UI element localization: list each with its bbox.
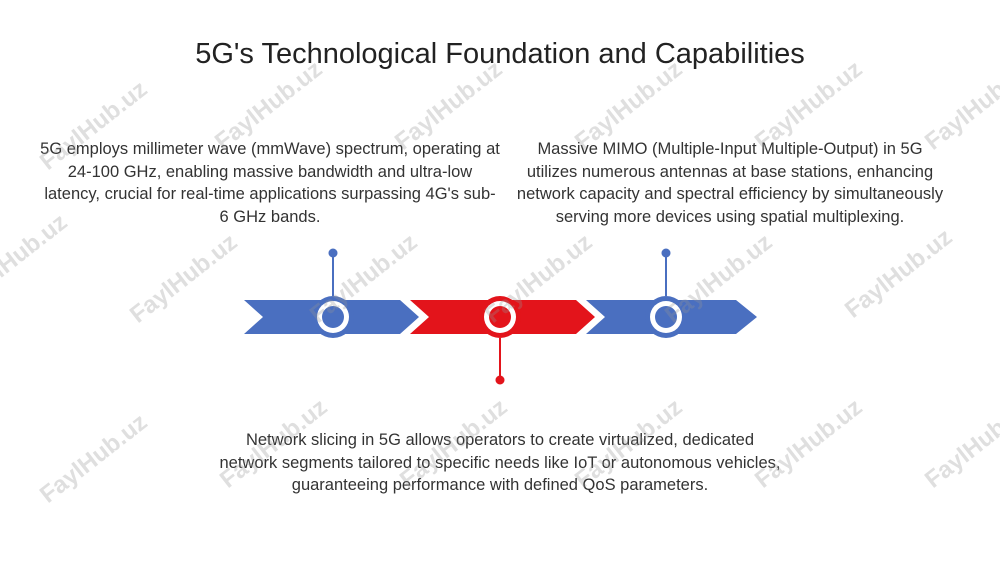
text-block-mimo: Massive MIMO (Multiple-Input Multiple-Ou… <box>516 140 944 226</box>
node-ring-middle-core <box>489 306 511 328</box>
connector-bottom-dot <box>495 375 505 385</box>
node-ring-right-core <box>655 306 677 328</box>
connector-left-dot <box>328 248 338 258</box>
text-block-mmwave: 5G employs millimeter wave (mmWave) spec… <box>40 140 500 226</box>
node-ring-left-core <box>322 306 344 328</box>
text-block-network-slicing: Network slicing in 5G allows operators t… <box>219 431 781 494</box>
connector-right-dot <box>661 248 671 258</box>
page-title: 5G's Technological Foundation and Capabi… <box>195 38 805 70</box>
